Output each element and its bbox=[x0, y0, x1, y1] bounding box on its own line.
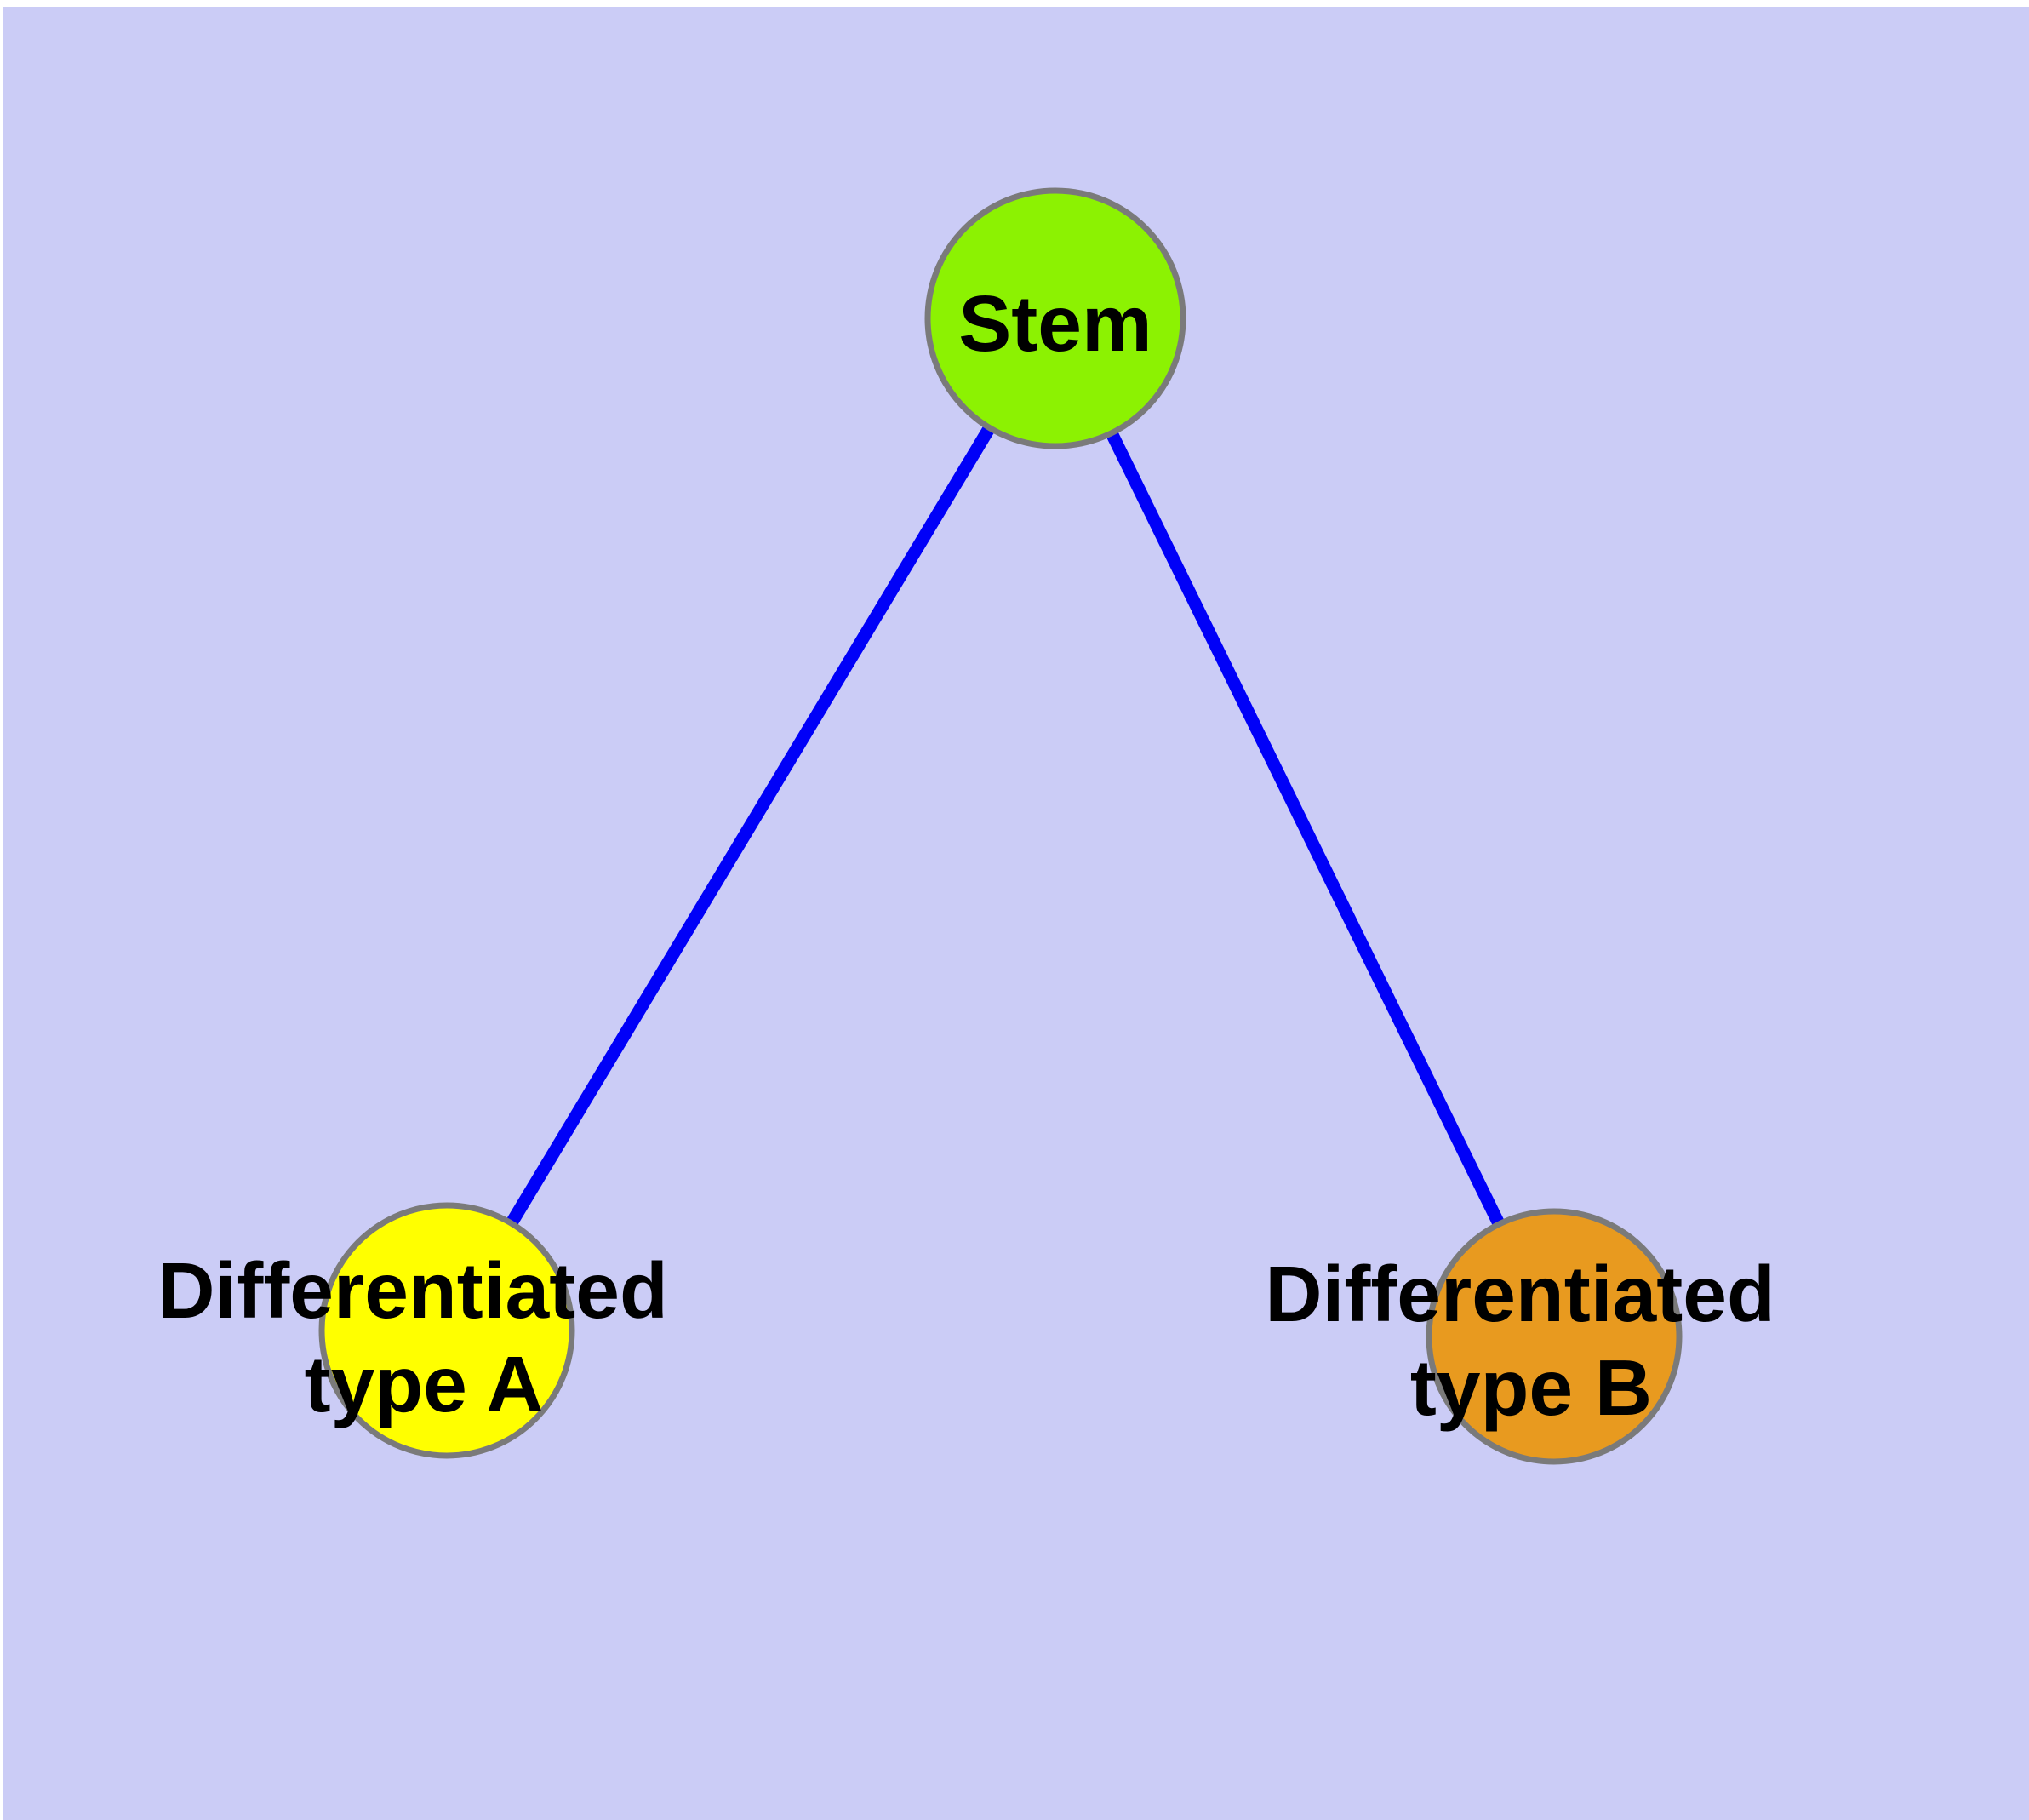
node-group bbox=[318, 187, 1683, 1465]
node-stem-circle bbox=[924, 187, 1186, 449]
edge-group bbox=[441, 315, 1560, 1340]
node-type-b-circle bbox=[1426, 1208, 1683, 1465]
node-type-b-label-line2: type B bbox=[1410, 1343, 1652, 1432]
node-type-b-label: Differentiated type B bbox=[1265, 1250, 1797, 1432]
node-type-b-label-line1: Differentiated bbox=[1265, 1250, 1775, 1338]
node-stem-label: Stem bbox=[958, 279, 1152, 368]
node-type-a-label: Differentiated type A bbox=[157, 1246, 689, 1428]
node-type-a-label-line2: type A bbox=[305, 1340, 544, 1428]
edge-stem-to-type-a bbox=[441, 315, 1061, 1334]
edge-stem-to-type-b bbox=[1049, 315, 1560, 1340]
label-group: Stem Differentiated type A Differentiate… bbox=[157, 279, 1797, 1432]
node-type-a-circle bbox=[318, 1202, 575, 1459]
node-type-a-label-line1: Differentiated bbox=[157, 1246, 667, 1335]
